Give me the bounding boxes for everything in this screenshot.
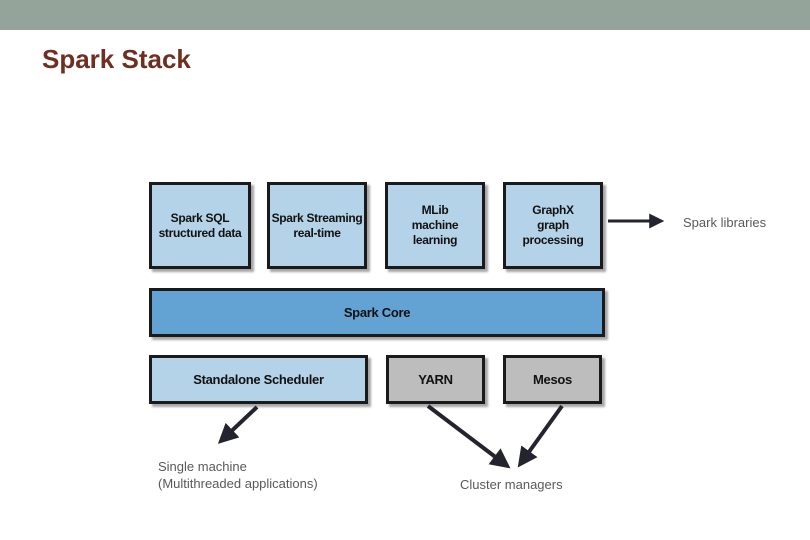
box-title: YARN (418, 372, 453, 387)
box-mesos: Mesos (503, 355, 602, 404)
box-yarn: YARN (386, 355, 485, 404)
box-subtitle: machine learning (411, 218, 459, 247)
box-title: Spark SQL (170, 210, 230, 225)
box-title: Spark Streaming (271, 210, 363, 225)
box-mlib: MLib machine learning (385, 182, 485, 269)
label-spark-libraries: Spark libraries (683, 215, 767, 230)
box-title: GraphX (532, 203, 574, 217)
box-title: Mesos (533, 372, 572, 387)
box-spark-streaming: Spark Streaming real-time (267, 182, 367, 269)
box-spark-sql: Spark SQL structured data (149, 182, 251, 269)
box-title: Spark Core (343, 305, 411, 320)
box-subtitle: structured data (158, 225, 242, 240)
label-single-machine-line2: (Multithreaded applications) (158, 476, 318, 491)
arrow-mesos-to-cluster (517, 404, 564, 468)
label-single-machine-line1: Single machine (158, 459, 247, 474)
box-spark-core: Spark Core (149, 288, 605, 337)
box-standalone-scheduler: Standalone Scheduler (149, 355, 368, 404)
box-title: MLib (421, 203, 449, 217)
page-title: Spark Stack (42, 44, 191, 74)
box-subtitle: real-time (293, 225, 341, 240)
box-title: Standalone Scheduler (193, 372, 324, 387)
arrow-single-machine (217, 405, 259, 444)
label-cluster-managers: Cluster managers (460, 477, 563, 492)
label-single-machine: Single machine (Multithreaded applicatio… (158, 458, 318, 492)
box-subtitle: graph processing (522, 218, 584, 247)
arrow-yarn-to-cluster (426, 404, 511, 469)
box-graphx: GraphX graph processing (503, 182, 603, 269)
header-bar (0, 0, 810, 30)
